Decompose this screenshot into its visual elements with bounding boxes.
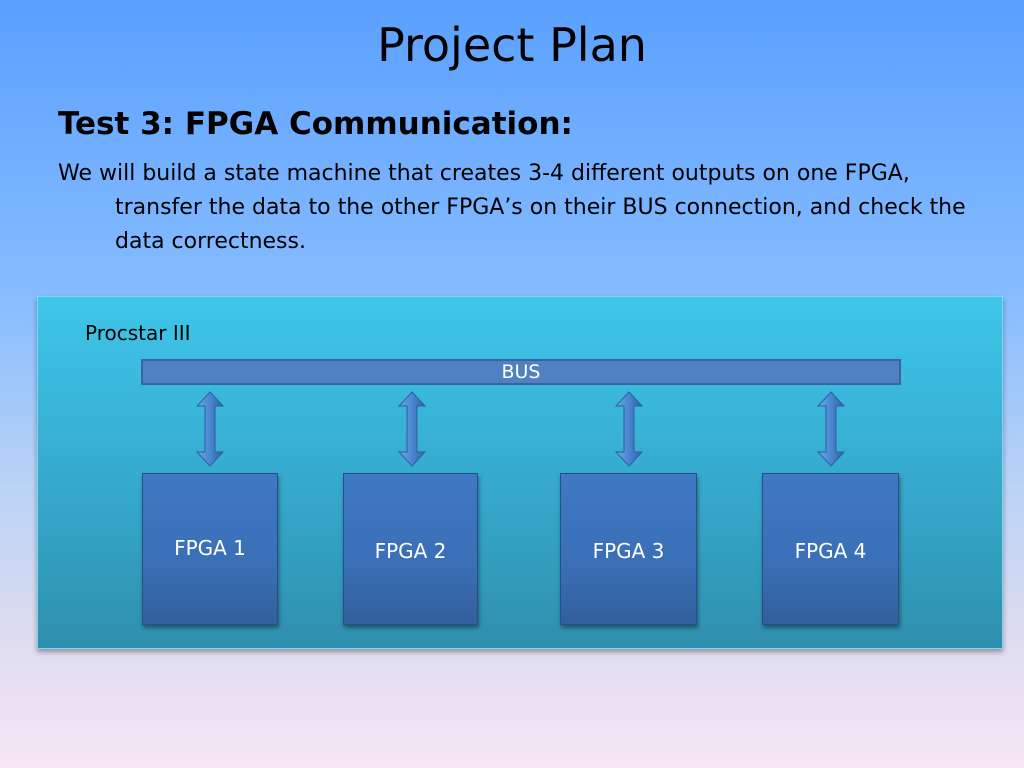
- fpga-block-4: FPGA 4: [762, 473, 899, 625]
- fpga-block-3: FPGA 3: [560, 473, 697, 625]
- slide-body-text: We will build a state machine that creat…: [58, 161, 966, 254]
- bidirectional-arrow-icon: [398, 391, 426, 467]
- slide-title: Project Plan: [377, 18, 647, 72]
- bidirectional-arrow-icon: [615, 391, 643, 467]
- bus-bar: BUS: [141, 359, 901, 385]
- slide-subtitle: Test 3: FPGA Communication:: [58, 106, 573, 142]
- fpga-block-2: FPGA 2: [343, 473, 478, 625]
- board-label: Procstar III: [85, 321, 191, 345]
- procstar-board: Procstar III BUS FPGA 1 FPGA 2 FPGA 3 FP…: [37, 296, 1003, 649]
- fpga-block-1: FPGA 1: [142, 473, 278, 625]
- bidirectional-arrow-icon: [817, 391, 845, 467]
- bidirectional-arrow-icon: [196, 391, 224, 467]
